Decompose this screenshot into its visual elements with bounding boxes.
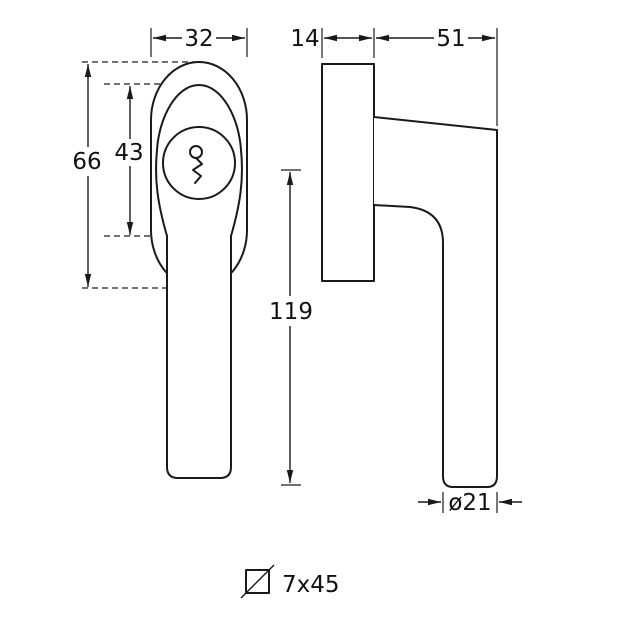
square-spindle-icon bbox=[245, 569, 270, 594]
dim-label-spindle-size: 7x45 bbox=[282, 572, 340, 598]
dim-label-rosette-height: 66 bbox=[72, 149, 101, 175]
dim-label-rosette-thickness: 14 bbox=[290, 26, 319, 52]
front-view bbox=[82, 61, 248, 479]
handle-side-profile bbox=[373, 116, 498, 488]
lock-cylinder bbox=[162, 126, 236, 200]
dim-label-projection: 51 bbox=[436, 26, 465, 52]
side-dimensions: 14 51 119 ø21 bbox=[269, 26, 522, 516]
dim-label-grip-diameter: ø21 bbox=[448, 490, 491, 516]
square-spindle-diagonal bbox=[240, 564, 275, 599]
keyhole-icon bbox=[189, 145, 203, 184]
keyhole-bore bbox=[189, 145, 203, 159]
rosette-side-outline bbox=[321, 63, 375, 282]
spindle-spec: 7x45 bbox=[240, 564, 340, 599]
dim-label-front-width: 32 bbox=[184, 26, 213, 52]
dim-label-rosette-inner-height: 43 bbox=[114, 140, 143, 166]
front-dimensions: 32 66 43 bbox=[72, 26, 248, 287]
handle-grip-front bbox=[166, 235, 232, 479]
keyhole-slot bbox=[192, 157, 203, 184]
side-view bbox=[321, 63, 498, 488]
dim-label-grip-length: 119 bbox=[269, 299, 313, 325]
